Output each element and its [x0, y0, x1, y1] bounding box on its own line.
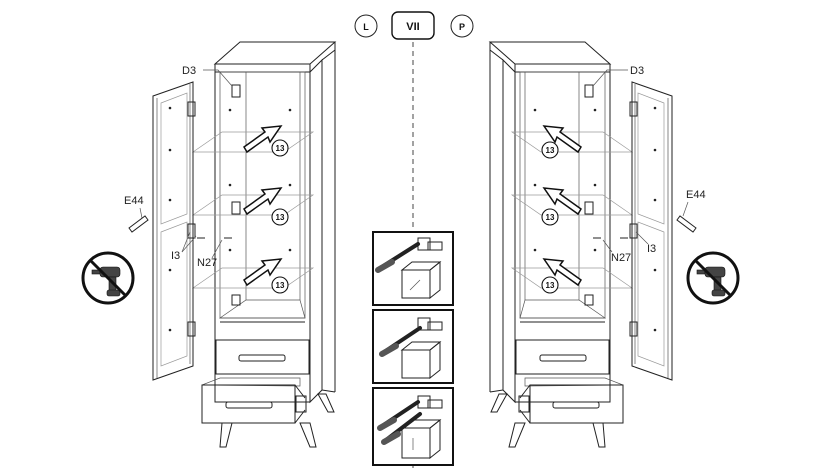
left-arrow-1 [243, 125, 283, 154]
detail-panels [372, 231, 454, 466]
left-drawer-lower-open [201, 377, 307, 424]
right-drawer-upper [515, 339, 610, 375]
left-arrow-3 [243, 258, 283, 287]
right-side-label: P [459, 22, 465, 32]
right-callout-2: 13 [546, 213, 555, 222]
left-hinge-plates [231, 84, 241, 306]
right-drawer-lower-open [518, 377, 624, 424]
detail-panel-2 [372, 309, 454, 384]
left-label-n27: N27 [197, 257, 217, 269]
left-cabinet-legs [219, 393, 335, 448]
left-shelf-2 [191, 194, 315, 216]
left-label-e44: E44 [124, 195, 144, 207]
right-arrow-1 [542, 125, 582, 154]
left-arrow-2 [243, 187, 283, 216]
right-side-badge [450, 14, 474, 38]
left-no-power-drill-icon [81, 251, 135, 305]
left-side-label: L [363, 22, 369, 32]
right-callout-3: 13 [546, 281, 555, 290]
left-shelf-1 [191, 131, 315, 153]
left-shelf-3 [191, 267, 315, 289]
step-number: VII [406, 21, 419, 33]
right-part-labels: D3 E44 I3 N27 [592, 65, 706, 264]
right-label-n27: N27 [611, 252, 631, 264]
right-shelf-2 [510, 194, 634, 216]
left-cabinet: 13 13 13 [191, 41, 337, 448]
left-insert-arrows [243, 125, 283, 287]
left-label-i3: I3 [171, 250, 180, 262]
left-side-badge [354, 14, 378, 38]
left-glass-door [152, 81, 196, 381]
right-assembly: 13 13 13 D3 [488, 41, 740, 448]
left-callout-2: 13 [276, 213, 285, 222]
right-cabinet: 13 13 13 [488, 41, 634, 448]
right-arrow-2 [542, 187, 582, 216]
right-arrow-3 [542, 258, 582, 287]
right-label-i3: I3 [647, 243, 656, 255]
detail-panel-3 [372, 387, 454, 466]
step-badge [391, 11, 435, 40]
right-hinge-plates [584, 84, 594, 306]
right-label-e44: E44 [686, 189, 706, 201]
right-cabinet-legs [490, 393, 606, 448]
right-glass-shelves [510, 131, 634, 289]
right-handle-e44 [676, 215, 697, 233]
detail-panel-1 [372, 231, 454, 306]
header: L VII P [354, 11, 474, 40]
left-assembly: 13 13 13 [81, 41, 337, 448]
left-glass-shelves [191, 131, 315, 289]
left-label-d3: D3 [182, 65, 196, 77]
left-part-labels: D3 E44 I3 N27 [124, 65, 233, 269]
right-label-d3: D3 [630, 65, 644, 77]
right-no-power-drill-icon [686, 251, 740, 305]
right-callout-1: 13 [546, 146, 555, 155]
right-shelf-pin-callouts: 13 13 13 [541, 141, 559, 294]
right-shelf-1 [510, 131, 634, 153]
left-drawer-upper [215, 339, 310, 375]
left-callout-1: 13 [276, 144, 285, 153]
left-callout-3: 13 [276, 281, 285, 290]
right-shelf-3 [510, 267, 634, 289]
right-insert-arrows [542, 125, 582, 287]
right-glass-door [629, 81, 673, 381]
left-shelf-pin-callouts: 13 13 13 [271, 139, 289, 294]
left-handle-e44 [128, 215, 149, 233]
